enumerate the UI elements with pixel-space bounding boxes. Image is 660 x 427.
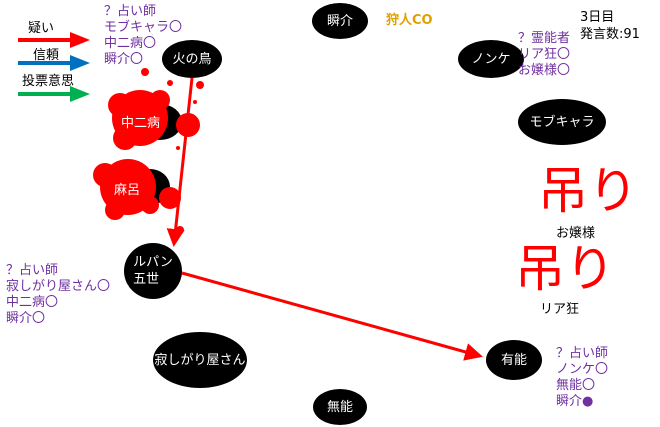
node-sabishigari[interactable]: 寂しがり屋さん bbox=[153, 332, 247, 388]
day-label: 3日目 bbox=[580, 10, 615, 25]
claim-line: リア狂〇 bbox=[518, 47, 571, 62]
node-munou[interactable]: 無能 bbox=[313, 389, 367, 425]
nonke-claims: ？霊能者リア狂〇お嬢様〇 bbox=[518, 31, 570, 79]
node-mobchara[interactable]: モブキャラ bbox=[518, 99, 606, 145]
lupin-claims: ？占い師寂しがり屋さん〇中二病〇瞬介〇 bbox=[6, 263, 110, 327]
node-lupin[interactable]: ルパン 五世 bbox=[124, 243, 182, 299]
hanged-mark-ojousama: 吊り bbox=[538, 162, 638, 220]
claim-line: ？占い師 bbox=[556, 346, 609, 361]
node-chunibyo-hanged[interactable]: 中二病 bbox=[121, 116, 161, 131]
node-nonke[interactable]: ノンケ bbox=[458, 40, 524, 78]
remark-count: 発言数:91 bbox=[580, 27, 640, 42]
legend-label-vote: 投票意思 bbox=[22, 74, 75, 89]
node-ojousama-hanged[interactable]: お嬢様 bbox=[556, 226, 596, 241]
yuunou-claims: ？占い師ノンケ〇無能〇瞬介● bbox=[556, 346, 608, 410]
legend-arrow-vote bbox=[18, 86, 90, 102]
legend-arrow-trust bbox=[18, 55, 90, 71]
claim-line: お嬢様〇 bbox=[518, 63, 571, 78]
claim-line: ？霊能者 bbox=[518, 31, 571, 46]
claim-line: ノンケ〇 bbox=[556, 362, 609, 377]
legend-label-doubt: 疑い bbox=[28, 21, 55, 36]
legend-arrow-doubt bbox=[18, 32, 90, 48]
game-status: 3日目発言数:91 bbox=[580, 9, 640, 43]
claim-line: 瞬介● bbox=[556, 394, 594, 409]
node-maro-hanged[interactable]: 麻呂 bbox=[114, 183, 141, 198]
node-hinotori[interactable]: 火の鳥 bbox=[162, 40, 222, 78]
claim-line: 瞬介〇 bbox=[6, 311, 46, 326]
node-shunsuke[interactable]: 瞬介 bbox=[312, 3, 368, 39]
shunsuke-co-label: 狩人CO bbox=[386, 13, 433, 28]
claim-line: モブキャラ〇 bbox=[104, 20, 183, 35]
arrow-hinotori-to-lupin bbox=[166, 77, 194, 247]
hanged-mark-riakyo: 吊り bbox=[515, 240, 615, 298]
arrow-lupin-to-yuunou bbox=[181, 271, 483, 361]
blood-splatter bbox=[93, 68, 204, 234]
node-riakyo-hanged[interactable]: リア狂 bbox=[540, 302, 580, 317]
node-yuunou[interactable]: 有能 bbox=[486, 340, 542, 380]
claim-line: ？占い師 bbox=[104, 4, 157, 19]
claim-line: ？占い師 bbox=[6, 263, 59, 278]
claim-line: 寂しがり屋さん〇 bbox=[6, 279, 111, 294]
claim-line: 中二病〇 bbox=[104, 36, 157, 51]
legend-label-trust: 信頼 bbox=[33, 48, 60, 63]
claim-line: 瞬介〇 bbox=[104, 52, 144, 67]
hinotori-claims: ？占い師モブキャラ〇中二病〇瞬介〇 bbox=[104, 4, 182, 68]
claim-line: 無能〇 bbox=[556, 378, 596, 393]
claim-line: 中二病〇 bbox=[6, 295, 59, 310]
